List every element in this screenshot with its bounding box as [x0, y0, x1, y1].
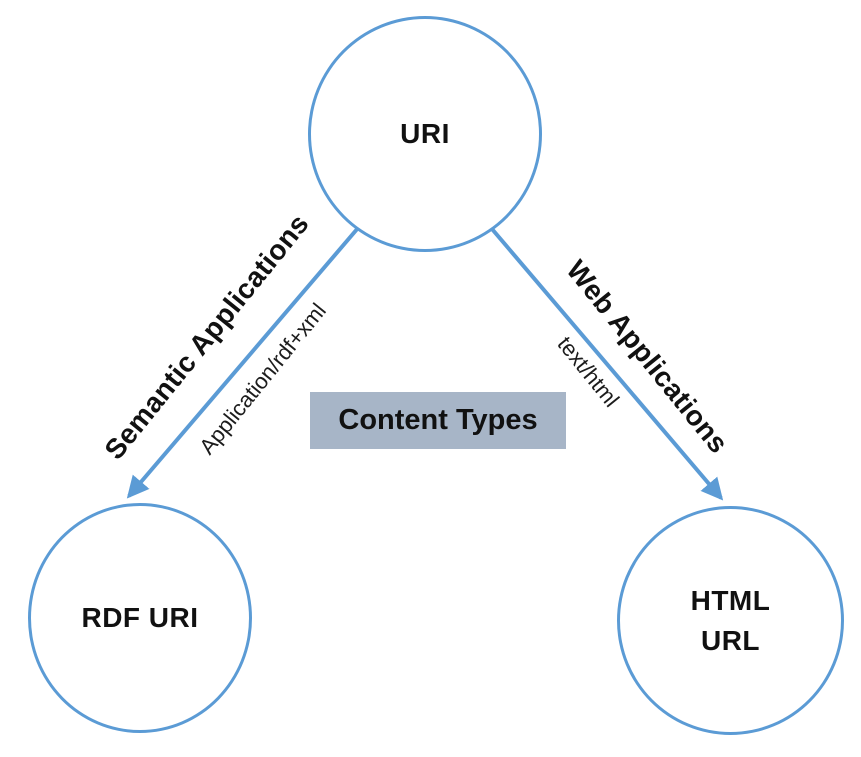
- node-html-url: HTML URL: [617, 506, 844, 735]
- node-html-url-label: HTML URL: [690, 585, 771, 656]
- web-applications-arrow: [490, 227, 724, 501]
- node-uri: URI: [308, 16, 542, 252]
- content-types-label: Content Types: [338, 404, 538, 436]
- node-rdf-uri-label: RDF URI: [81, 602, 199, 634]
- node-rdf-uri: RDF URI: [28, 503, 252, 733]
- node-uri-label: URI: [400, 118, 450, 150]
- content-types-box: Content Types: [310, 392, 566, 449]
